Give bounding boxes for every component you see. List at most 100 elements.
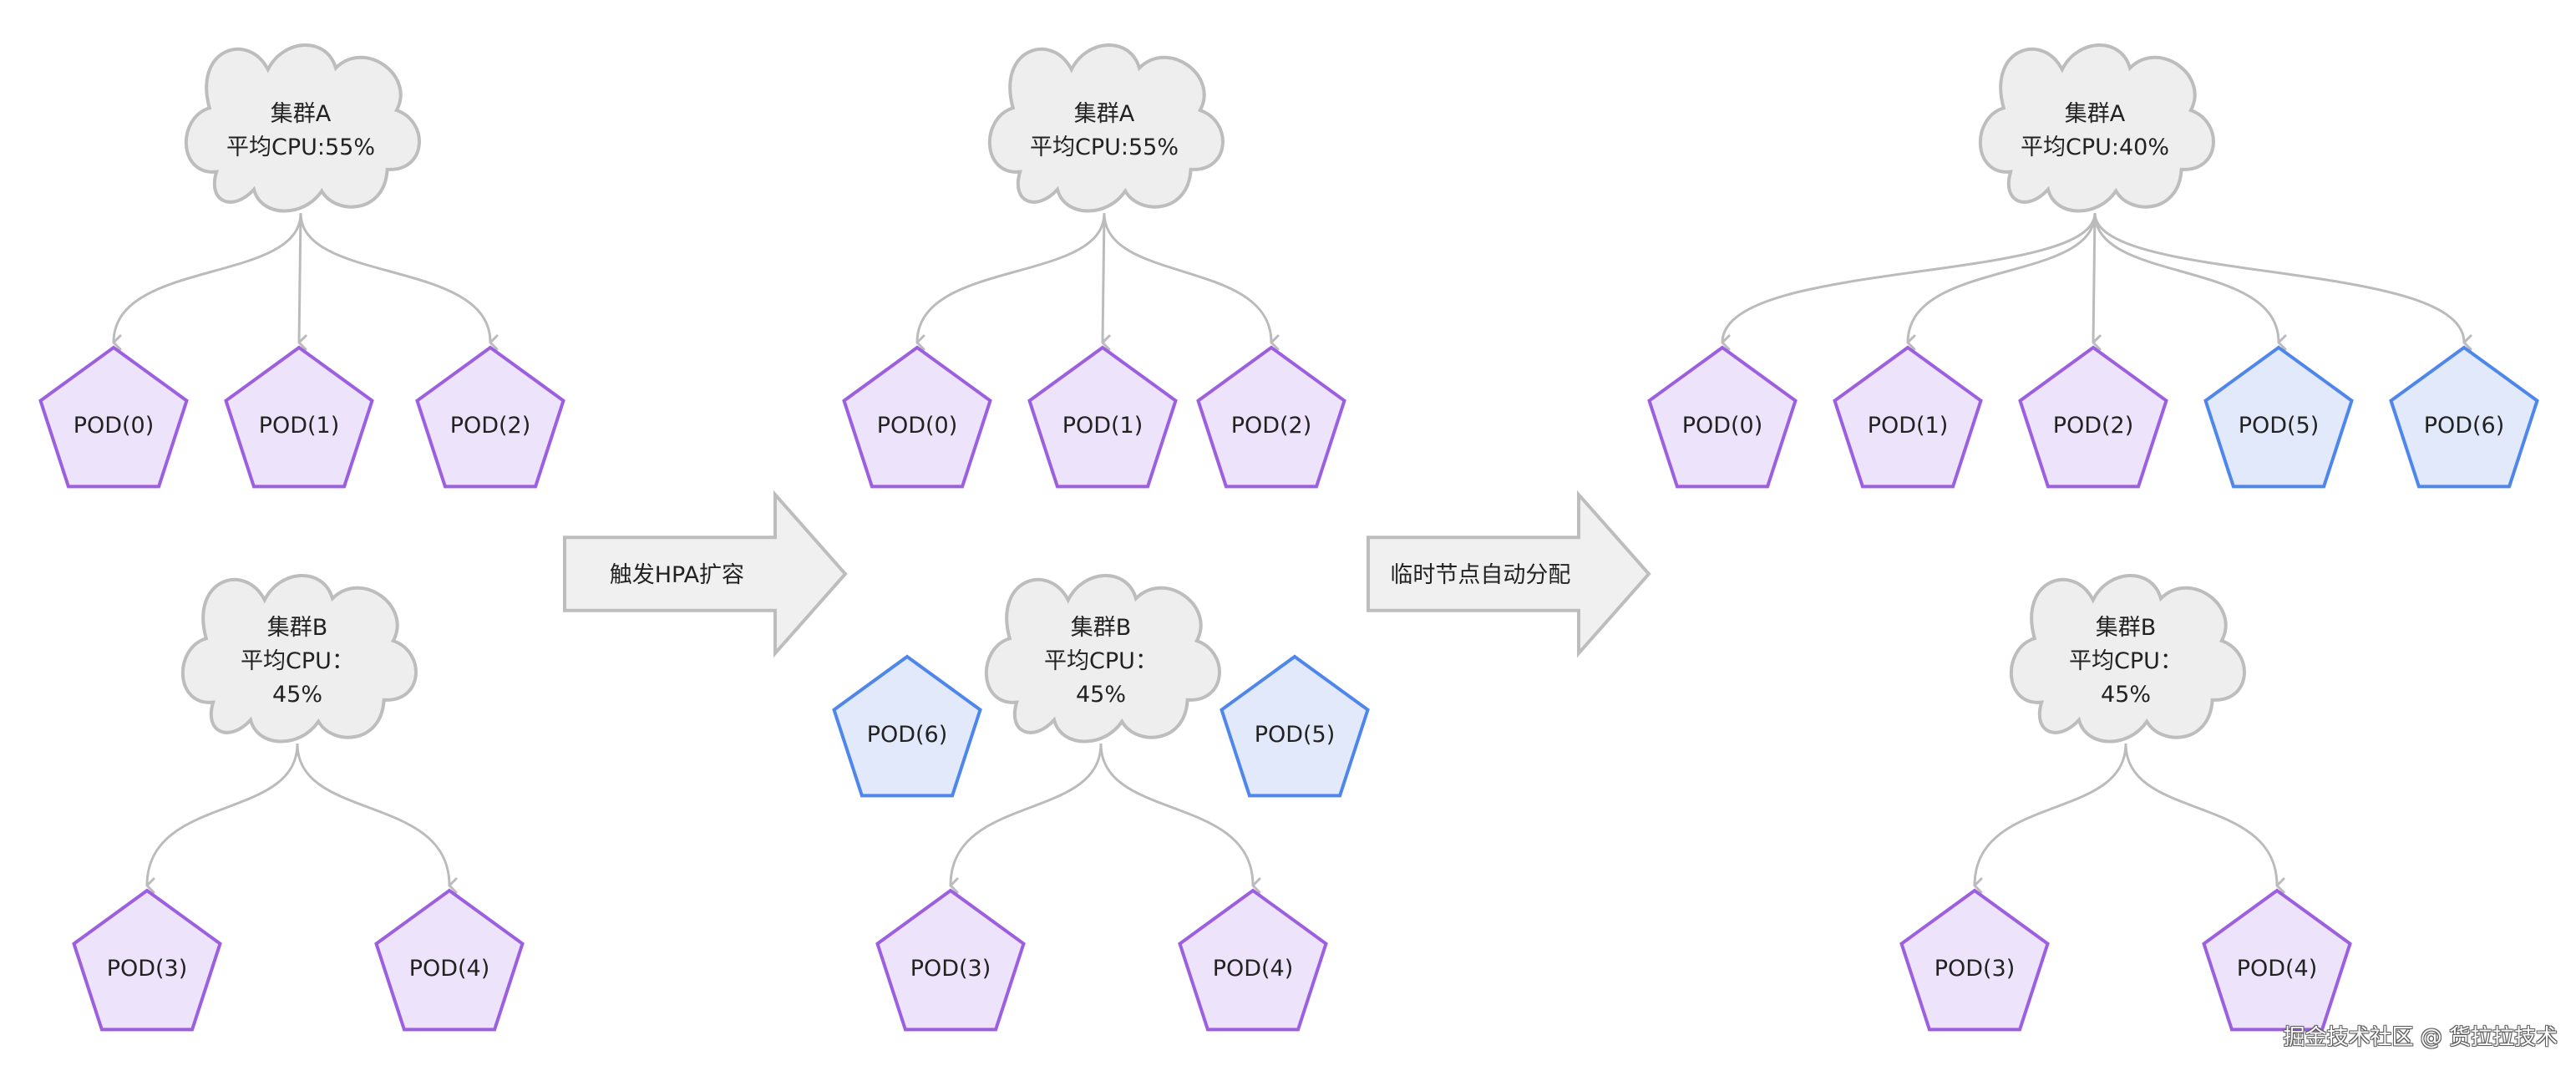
connector-s2b-s2p3: [949, 743, 1103, 894]
pod-node-s3p3: POD(3): [1899, 888, 2050, 1032]
pod-node-s3p5: POD(5): [2203, 345, 2354, 489]
pod-label: POD(4): [1213, 956, 1294, 982]
cluster-label-line: 平均CPU:55%: [1030, 135, 1179, 160]
cluster-label-line: 平均CPU:40%: [2021, 135, 2169, 160]
watermark: 掘金技术社区 @ 货拉拉技术: [2283, 1025, 2558, 1050]
connector-s3a-s3p1: [1906, 212, 2097, 351]
connector-s3a-s3p5: [2093, 212, 2287, 351]
pod-label: POD(4): [2237, 956, 2318, 982]
pod-node-s1p3: POD(3): [72, 888, 222, 1032]
transition-arrow-t1: 触发HPA扩容: [563, 490, 848, 658]
connector-s1b-s1p4: [296, 743, 458, 894]
pentagon-icon: [1899, 888, 2050, 1032]
pod-node-s1p2: POD(2): [415, 345, 565, 489]
pentagon-icon: [38, 345, 189, 489]
pod-node-s2p4: POD(4): [1178, 888, 1328, 1032]
pod-node-s3p6: POD(6): [2389, 345, 2539, 489]
connector-s2b-s2p4: [1099, 743, 1261, 894]
pentagon-icon: [1833, 345, 1983, 489]
pod-label: POD(6): [867, 722, 948, 748]
pod-label: POD(5): [2239, 413, 2320, 439]
pod-label: POD(4): [409, 956, 490, 982]
connector-s1a-s1p0: [112, 212, 302, 351]
cluster-label-line: 集群B: [1071, 615, 1132, 641]
cluster-cloud-s2a: 集群A 平均CPU:55%: [987, 43, 1225, 213]
pod-label: POD(3): [1935, 956, 2016, 982]
pod-node-s2p0: POD(0): [842, 345, 992, 489]
pod-label: POD(1): [1868, 413, 1949, 439]
connector-s3a-s3p2: [2092, 212, 2102, 351]
connector-s3a-s3p6: [2093, 212, 2472, 351]
pod-label: POD(0): [74, 413, 155, 439]
cluster-label-line: 45%: [272, 682, 322, 708]
pod-node-s3p4: POD(4): [2202, 888, 2352, 1032]
cluster-label-line: 平均CPU：: [2069, 648, 2183, 674]
connector-s1a-s1p2: [299, 212, 499, 351]
pod-label: POD(0): [877, 413, 958, 439]
pod-node-s1p1: POD(1): [224, 345, 374, 489]
pod-label: POD(5): [1255, 722, 1336, 748]
pentagon-icon: [842, 345, 992, 489]
pentagon-icon: [2389, 345, 2539, 489]
pentagon-icon: [72, 888, 222, 1032]
cloud-icon: [987, 43, 1225, 213]
pod-label: POD(2): [2053, 413, 2134, 439]
connector-s2a-s2p2: [1103, 212, 1280, 351]
pod-node-s2p6: POD(6): [832, 654, 982, 798]
cluster-cloud-s2b: 集群B 平均CPU： 45%: [984, 574, 1221, 744]
cluster-cloud-s3a: 集群A 平均CPU:40%: [1978, 43, 2215, 213]
cluster-cloud-s1a: 集群A 平均CPU:55%: [184, 43, 421, 213]
pod-node-s2p3: POD(3): [875, 888, 1026, 1032]
cloud-icon: [1978, 43, 2215, 213]
pod-label: POD(6): [2424, 413, 2505, 439]
pentagon-icon: [1196, 345, 1346, 489]
transition-arrow-t2: 临时节点自动分配: [1367, 490, 1651, 658]
pod-label: POD(3): [107, 956, 188, 982]
cloud-icon: [2009, 574, 2246, 744]
connector-s3a-s3p0: [1721, 212, 2097, 351]
cluster-label-line: 45%: [1076, 682, 1126, 708]
block-arrow-right-icon: [563, 490, 848, 658]
cluster-label-line: 集群A: [271, 101, 332, 127]
pod-label: POD(2): [1231, 413, 1312, 439]
pod-node-s3p1: POD(1): [1833, 345, 1983, 489]
pod-node-s2p2: POD(2): [1196, 345, 1346, 489]
pentagon-icon: [1220, 654, 1370, 798]
connector-s3b-s3p3: [1973, 743, 2127, 894]
pod-label: POD(1): [1062, 413, 1143, 439]
pod-node-s3p2: POD(2): [2018, 345, 2168, 489]
cluster-cloud-s1b: 集群B 平均CPU： 45%: [180, 574, 418, 744]
connector-s1b-s1p3: [145, 743, 299, 894]
pod-node-s1p0: POD(0): [38, 345, 189, 489]
pod-label: POD(2): [450, 413, 531, 439]
pentagon-icon: [1178, 888, 1328, 1032]
pentagon-icon: [2018, 345, 2168, 489]
pentagon-icon: [2203, 345, 2354, 489]
connector-s1a-s1p1: [297, 212, 307, 351]
pentagon-icon: [875, 888, 1026, 1032]
cluster-label-line: 平均CPU：: [241, 648, 354, 674]
pod-label: POD(0): [1682, 413, 1763, 439]
cluster-label-line: 集群B: [267, 615, 328, 641]
pentagon-icon: [374, 888, 525, 1032]
transition-label: 临时节点自动分配: [1390, 562, 1570, 588]
cluster-label-line: 平均CPU:55%: [226, 135, 375, 160]
cluster-label-line: 集群A: [1074, 101, 1135, 127]
pod-node-s2p1: POD(1): [1027, 345, 1178, 489]
pentagon-icon: [415, 345, 565, 489]
cluster-label-line: 平均CPU：: [1044, 648, 1158, 674]
node-layer: 集群A 平均CPU:55% 集群B 平均CPU： 45% 集群A 平均CPU:55% 集群B 平…: [38, 43, 2539, 1032]
connector-s2a-s2p0: [915, 212, 1106, 351]
pod-node-s2p5: POD(5): [1220, 654, 1370, 798]
connector-layer: [112, 212, 2472, 894]
cloud-icon: [180, 574, 418, 744]
pod-label: POD(3): [910, 956, 991, 982]
pentagon-icon: [832, 654, 982, 798]
cloud-icon: [984, 574, 1221, 744]
cluster-label-line: 集群B: [2096, 615, 2157, 641]
cluster-label-line: 集群A: [2065, 101, 2126, 127]
connector-s2a-s2p1: [1101, 212, 1111, 351]
pentagon-icon: [2202, 888, 2352, 1032]
